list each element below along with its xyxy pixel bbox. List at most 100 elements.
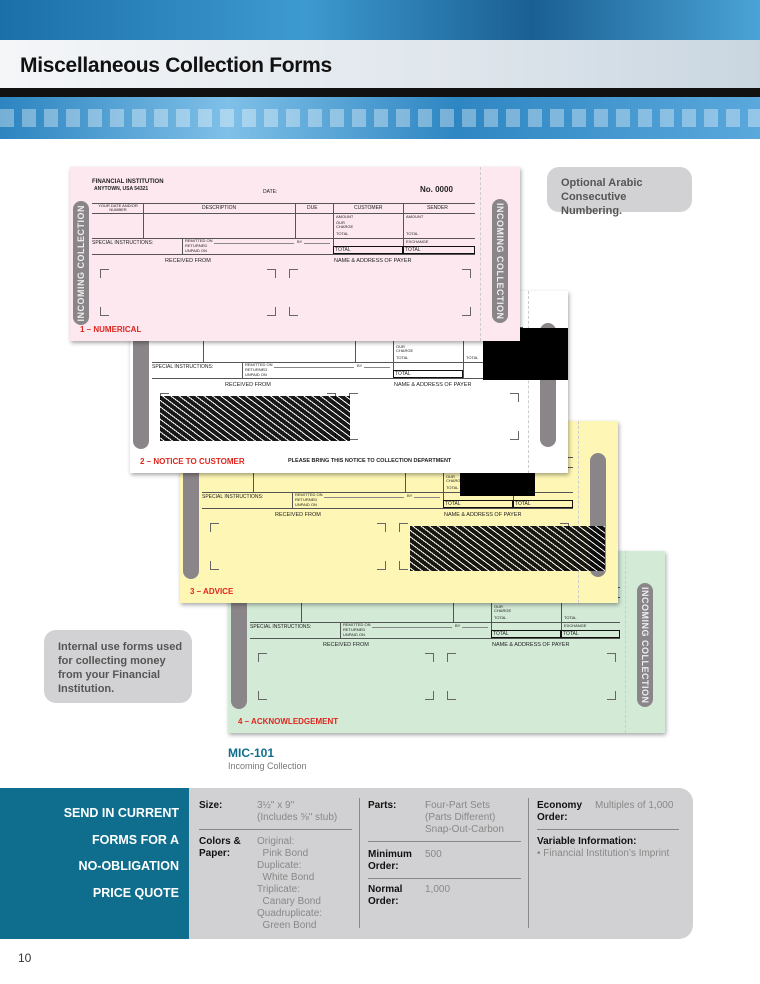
signature-line [214, 243, 294, 244]
side-tab-label: INCOMING COLLECTION [640, 586, 651, 704]
parts-value: Four-Part Sets (Parts Different) Snap-Ou… [425, 800, 504, 835]
address-window-corner [349, 393, 358, 402]
quote-line: PRICE QUOTE [92, 885, 179, 900]
payer-label: NAME & ADDRESS OF PAYER [394, 382, 472, 388]
special-instructions-label: SPECIAL INSTRUCTIONS: [92, 240, 154, 246]
sender-grand-total: TOTAL [513, 500, 573, 508]
customer-total: TOTAL [494, 615, 507, 620]
customer-total: TOTAL [396, 355, 409, 360]
address-window-corner [267, 307, 276, 316]
size-value: 3½" x 9" (Includes ⅝" stub) [257, 800, 338, 823]
address-window-corner [510, 393, 519, 402]
table-border [250, 622, 620, 623]
divider [359, 798, 360, 928]
side-tab-left [183, 455, 199, 579]
form-part-label: 1 – NUMERICAL [80, 325, 142, 334]
returned: RETURNED [343, 627, 366, 632]
divider [199, 829, 352, 830]
signature-line [414, 497, 440, 498]
table-border [453, 587, 454, 622]
stub-perforation [578, 421, 579, 603]
side-tab-left [133, 325, 149, 449]
divider [368, 878, 521, 879]
address-window-corner [462, 269, 471, 278]
price-quote-panel: SEND IN CURRENT FORMS FOR A NO-OBLIGATIO… [0, 788, 189, 939]
side-tab-stub: INCOMING COLLECTION [637, 583, 653, 707]
economy-order-label: Economy Order: [537, 800, 583, 823]
remitted-on: REMITTED ON [185, 238, 213, 243]
by-label: BY [455, 623, 461, 628]
institution-address: ANYTOWN, USA 54321 [94, 186, 149, 192]
address-window-corner [462, 307, 471, 316]
address-window-corner [377, 523, 386, 532]
table-border [355, 327, 356, 362]
table-border [491, 587, 492, 638]
payer-label: NAME & ADDRESS OF PAYER [444, 512, 522, 518]
address-window-corner [100, 269, 109, 278]
remitted-on: REMITTED ON [295, 492, 323, 497]
table-border [143, 203, 144, 238]
address-window-corner [447, 653, 456, 662]
table-border [561, 587, 562, 638]
address-window-corner [607, 653, 616, 662]
address-window-corner [399, 523, 408, 532]
address-window-corner [210, 523, 219, 532]
specs-panel: Size: 3½" x 9" (Includes ⅝" stub) Colors… [189, 788, 693, 939]
customer-grand-total: TOTAL [443, 500, 513, 508]
colors-value: Original: Pink Bond Duplicate: White Bon… [257, 836, 323, 931]
col-customer-header: CUSTOMER [354, 205, 383, 211]
divider [537, 829, 679, 830]
received-from-label: RECEIVED FROM [225, 382, 271, 388]
table-border [92, 254, 475, 255]
address-window-corner [447, 691, 456, 700]
table-border [393, 327, 394, 378]
signature-line [372, 627, 452, 628]
callout-numbering: Optional Arabic Consecutive Numbering. [547, 167, 692, 217]
our-charge: OUR CHARGE [446, 474, 464, 484]
product-name: Incoming Collection [228, 761, 307, 771]
address-window-corner [425, 653, 434, 662]
stub-perforation [528, 291, 529, 473]
variable-info-label: Variable Information: [537, 836, 637, 847]
address-window-corner [349, 431, 358, 440]
col-description-header: DESCRIPTION [202, 205, 237, 211]
returned: RETURNED [185, 243, 208, 248]
address-window-corner [258, 653, 267, 662]
exchange: EXCHANGE [564, 623, 587, 628]
header-divider [0, 88, 760, 97]
sender-grand-total: TOTAL [403, 246, 475, 254]
received-from-label: RECEIVED FROM [275, 512, 321, 518]
security-tint-pattern [410, 526, 605, 571]
customer-grand-total: TOTAL [491, 630, 561, 638]
product-code: MIC-101 [228, 746, 275, 760]
signature-line [324, 497, 404, 498]
col-due-header: DUE [307, 205, 318, 211]
by-label: BY [407, 493, 413, 498]
col-date-header: YOUR DATE AND/OR NUMBER [98, 203, 138, 213]
date-label: DATE: [263, 189, 278, 195]
address-window-corner [289, 307, 298, 316]
special-instructions-label: SPECIAL INSTRUCTIONS: [250, 624, 312, 630]
unpaid-on: UNPAID ON [343, 632, 365, 637]
stub-perforation [480, 167, 481, 341]
table-border [92, 213, 475, 214]
economy-order-value: Multiples of 1,000 [595, 800, 674, 811]
table-border [202, 492, 573, 493]
table-border [250, 638, 620, 639]
payer-label: NAME & ADDRESS OF PAYER [334, 258, 412, 264]
minimum-order-label: Minimum Order: [368, 849, 412, 872]
our-charge: OUR CHARGE [494, 604, 512, 614]
stub-perforation [625, 551, 626, 733]
signature-line [274, 367, 354, 368]
side-tab-left [231, 585, 247, 709]
table-border [292, 492, 293, 508]
normal-order-label: Normal Order: [368, 884, 403, 907]
by-label: BY [357, 363, 363, 368]
notice-text: PLEASE BRING THIS NOTICE TO COLLECTION D… [288, 458, 452, 464]
customer-grand-total: TOTAL [393, 370, 463, 378]
unpaid-on: UNPAID ON [245, 372, 267, 377]
table-border [92, 203, 475, 204]
sender-total: TOTAL [406, 231, 419, 236]
remitted-on: REMITTED ON [245, 362, 273, 367]
divider [368, 841, 521, 842]
